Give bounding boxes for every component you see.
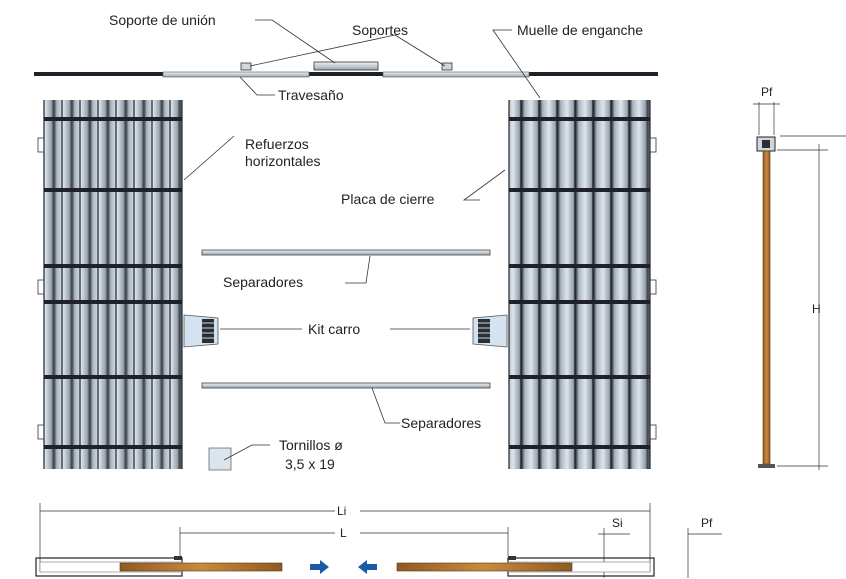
arrow-left-icon: [358, 560, 377, 574]
label-placa: Placa de cierre: [341, 191, 435, 207]
label-travesano: Travesaño: [278, 87, 344, 103]
bottom-plan: Li L Si Pf: [35, 503, 722, 578]
kit-carro-left: [183, 314, 219, 348]
dim-si: Si: [612, 516, 623, 530]
separator-bars: [201, 249, 491, 389]
soporte-de-union-part: [313, 61, 379, 71]
label-soporte-union: Soporte de unión: [109, 12, 216, 28]
screw-bag-icon: [208, 447, 232, 471]
dim-l: L: [340, 526, 347, 540]
label-muelle: Muelle de enganche: [517, 22, 643, 38]
label-tornillos-1: Tornillos ø: [279, 437, 343, 453]
dim-pf-side: Pf: [761, 85, 773, 99]
soporte-right-part: [441, 62, 453, 71]
dim-h: H: [812, 302, 821, 316]
leader-lines: [183, 19, 541, 461]
label-tornillos-2: 3,5 x 19: [285, 456, 335, 472]
top-rail: [34, 61, 658, 78]
label-refuerzos-1: Refuerzos: [245, 136, 309, 152]
soporte-left-part: [240, 62, 252, 71]
side-elevation: Pf H: [753, 85, 846, 470]
dim-pf-bottom: Pf: [701, 516, 713, 530]
label-soportes: Soportes: [352, 22, 408, 38]
kit-carro-right: [472, 314, 508, 348]
label-refuerzos-2: horizontales: [245, 153, 321, 169]
right-door-frame: [508, 100, 657, 469]
arrow-right-icon: [310, 560, 329, 574]
label-kit-carro: Kit carro: [308, 321, 360, 337]
label-separadores-top: Separadores: [223, 274, 303, 290]
left-door-frame: [37, 100, 183, 469]
label-separadores-bottom: Separadores: [401, 415, 481, 431]
dim-li: Li: [337, 504, 346, 518]
